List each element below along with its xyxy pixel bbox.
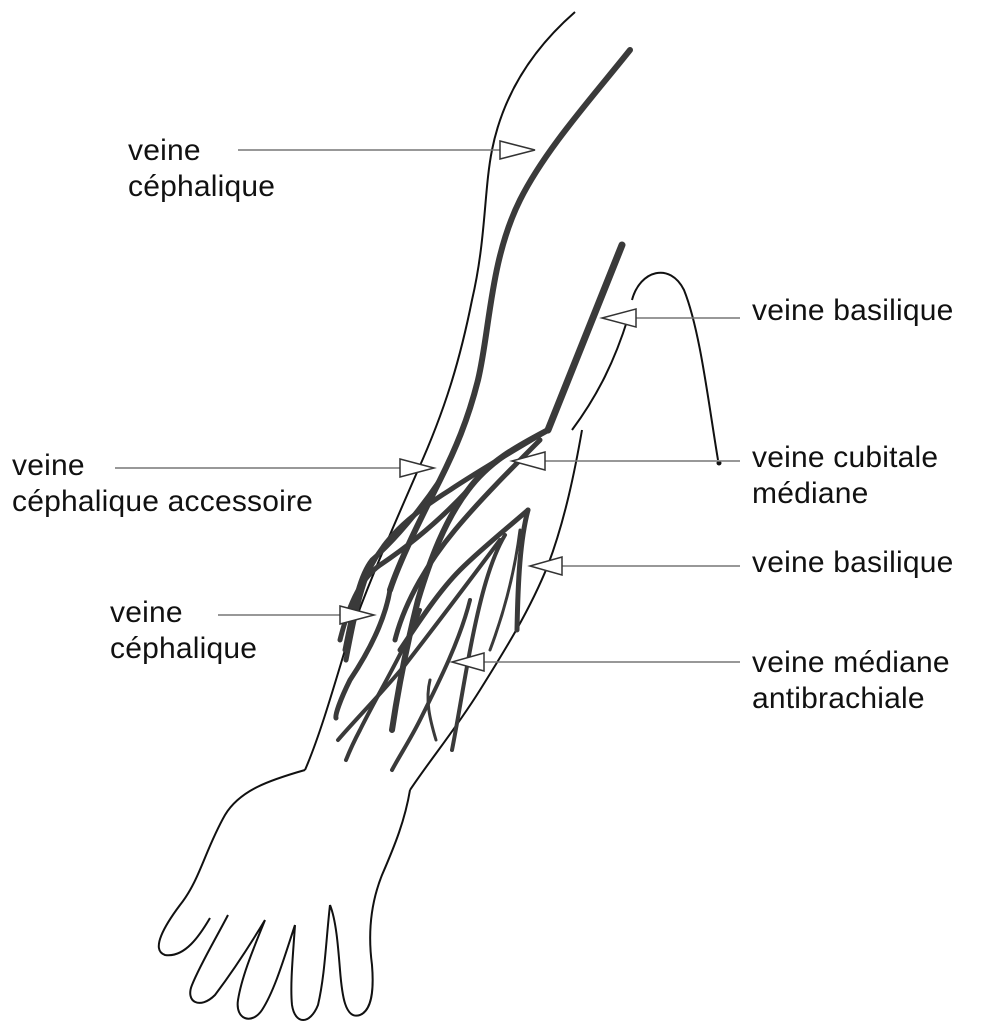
label-basilic-vein-lower: veine basilique [752, 545, 953, 581]
label-line: céphalique [128, 169, 275, 205]
label-cephalic-vein-lower: veine céphalique [110, 595, 257, 667]
label-line: veine [128, 133, 275, 169]
label-line: céphalique accessoire [12, 484, 313, 520]
label-line: veine [12, 448, 313, 484]
label-median-antebrachial-vein: veine médiane antibrachiale [752, 645, 950, 717]
label-line: veine médiane [752, 645, 950, 681]
label-median-cubital-vein: veine cubitale médiane [752, 440, 938, 512]
label-cephalic-vein-upper: veine céphalique [128, 133, 275, 205]
forearm-vein-lower-2 [338, 540, 500, 740]
leader-basilic-lower [530, 557, 740, 575]
label-line: veine cubitale [752, 440, 938, 476]
label-line: céphalique [110, 631, 257, 667]
label-line: veine basilique [752, 293, 953, 329]
basilic-vein-upper [548, 245, 622, 430]
label-basilic-vein-upper: veine basilique [752, 293, 953, 329]
label-line: médiane [752, 476, 938, 512]
hand-outline [159, 770, 410, 1020]
median-antebrachial-branch-1 [392, 600, 470, 770]
leader-basilic-upper [602, 309, 740, 327]
label-line: antibrachiale [752, 681, 950, 717]
arm-outline-medial-upper [572, 318, 628, 430]
leader-median-antebrachial [452, 653, 740, 671]
arm-outline-fold [632, 273, 718, 460]
label-line: veine basilique [752, 545, 953, 581]
label-cephalic-accessory-vein: veine céphalique accessoire [12, 448, 313, 520]
label-line: veine [110, 595, 257, 631]
leader-median-cubital [512, 452, 740, 470]
